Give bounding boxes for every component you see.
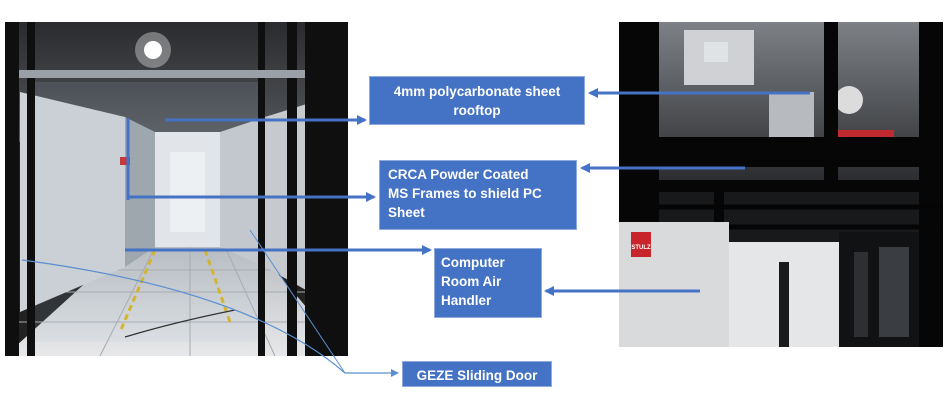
- callout-frames-line1: CRCA Powder Coated: [388, 167, 529, 182]
- stulz-logo: STULZ: [631, 245, 651, 251]
- callout-frames-line3: Sheet: [388, 205, 425, 220]
- data-center-aisle-photo: [5, 22, 348, 356]
- callout-frames-line2: MS Frames to shield PC: [388, 186, 542, 201]
- callout-crah-line2: Room Air: [441, 274, 502, 289]
- callout-sliding-door: GEZE Sliding Door: [402, 361, 552, 387]
- callout-polycarbonate-roof: 4mm polycarbonate sheet rooftop: [369, 76, 585, 125]
- callout-crah-line3: Handler: [441, 293, 492, 308]
- callout-roof-line2: rooftop: [453, 103, 501, 118]
- callout-door-label: GEZE Sliding Door: [416, 368, 538, 383]
- containment-roof-photo: STULZ: [619, 22, 943, 347]
- callout-roof-line1: 4mm polycarbonate sheet: [393, 84, 561, 99]
- callout-crah-line1: Computer: [441, 255, 505, 270]
- callout-crah: Computer Room Air Handler: [434, 248, 542, 318]
- callout-ms-frames: CRCA Powder Coated MS Frames to shield P…: [379, 160, 577, 230]
